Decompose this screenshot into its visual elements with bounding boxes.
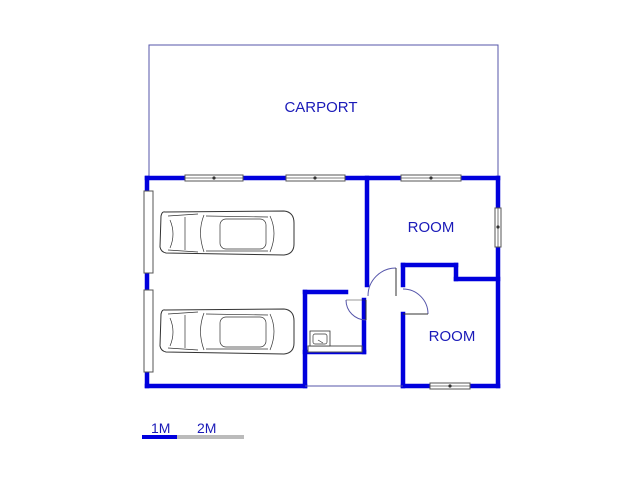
scale-label-2m: 2M <box>197 420 216 436</box>
scale-segment-1m <box>142 435 177 439</box>
scale-label-1m: 1M <box>151 420 170 436</box>
car-top <box>159 210 295 256</box>
walls <box>144 175 501 389</box>
window-top-1 <box>184 174 244 182</box>
window-top-2 <box>285 174 346 182</box>
carport-label: CARPORT <box>284 99 357 116</box>
window-bottom <box>429 382 471 390</box>
room-label-top: ROOM <box>408 219 455 236</box>
sink <box>307 330 363 353</box>
doors <box>345 267 429 321</box>
room-label-bottom: ROOM <box>429 328 476 345</box>
scale-segment-2m <box>177 435 244 439</box>
scale-bar: 1M 2M <box>142 420 244 439</box>
window-top-3 <box>400 174 462 182</box>
car-bottom <box>159 308 295 355</box>
garage-door-left-2 <box>143 289 154 373</box>
windows <box>143 174 502 390</box>
window-right <box>494 207 502 248</box>
garage-door-left-1 <box>143 190 154 274</box>
